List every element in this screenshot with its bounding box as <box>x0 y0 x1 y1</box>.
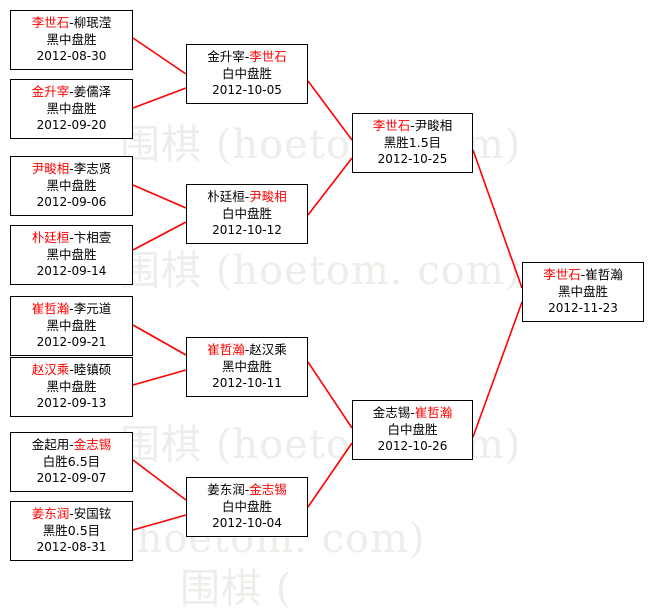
match-node[interactable]: 姜东润-安国铉 黑胜0.5目 2012-08-31 <box>10 501 133 561</box>
player-loser: 卞相壹 <box>73 230 112 245</box>
match-date: 2012-09-07 <box>36 471 107 485</box>
match-date: 2012-09-20 <box>36 118 107 132</box>
match-result: 黑中盘胜 <box>46 247 97 262</box>
player-loser: 李志贤 <box>73 161 112 176</box>
player-winner: 姜东润 <box>31 506 70 521</box>
player-winner: 金志锡 <box>73 437 112 452</box>
match-node[interactable]: 尹畯相-李志贤 黑中盘胜 2012-09-06 <box>10 156 133 216</box>
match-date: 2012-08-31 <box>36 540 107 554</box>
match-node[interactable]: 赵汉乘-睦镇硕 黑中盘胜 2012-09-13 <box>10 357 133 417</box>
match-result: 白中盘胜 <box>221 499 272 514</box>
player-winner: 李世石 <box>249 49 287 64</box>
match-date: 2012-10-26 <box>377 439 448 453</box>
player-winner: 尹畯相 <box>31 161 70 176</box>
player-loser: 李元道 <box>73 301 112 316</box>
player-winner: 李世石 <box>372 118 411 133</box>
match-node[interactable]: 朴廷桓-尹畯相 白中盘胜 2012-10-12 <box>186 184 308 244</box>
player-winner: 崔哲瀚 <box>207 342 245 357</box>
match-date: 2012-11-23 <box>548 301 618 315</box>
player-winner: 李世石 <box>543 267 581 282</box>
match-players: 金升宰-姜儒泽 <box>31 84 112 99</box>
final-match-node[interactable]: 李世石-崔哲瀚 黑中盘胜 2012-11-23 <box>522 262 644 322</box>
player-loser: 朴廷桓 <box>207 189 245 204</box>
match-node[interactable]: 李世石-柳珉滢 黑中盘胜 2012-08-30 <box>10 10 133 70</box>
player-loser: 崔哲瀚 <box>585 267 623 282</box>
match-result: 白中盘胜 <box>221 206 272 221</box>
player-winner: 李世石 <box>31 15 70 30</box>
match-node[interactable]: 崔哲瀚-赵汉乘 黑中盘胜 2012-10-11 <box>186 337 308 397</box>
player-loser: 柳珉滢 <box>73 15 112 30</box>
match-players: 李世石-崔哲瀚 <box>543 267 623 282</box>
player-loser: 赵汉乘 <box>249 342 287 357</box>
match-date: 2012-10-04 <box>212 516 282 530</box>
match-players: 崔哲瀚-李元道 <box>31 301 112 316</box>
player-loser: 金起用 <box>31 437 70 452</box>
match-players: 崔哲瀚-赵汉乘 <box>207 342 287 357</box>
match-result: 白胜6.5目 <box>42 454 101 469</box>
match-players: 金升宰-李世石 <box>207 49 287 64</box>
player-winner: 赵汉乘 <box>31 362 70 377</box>
match-result: 黑中盘胜 <box>557 284 608 299</box>
match-players: 李世石-尹畯相 <box>372 118 453 133</box>
match-date: 2012-09-06 <box>36 195 107 209</box>
match-date: 2012-08-30 <box>36 49 107 63</box>
player-loser: 安国铉 <box>73 506 112 521</box>
match-result: 黑中盘胜 <box>46 379 97 394</box>
match-date: 2012-10-12 <box>212 223 282 237</box>
match-result: 白中盘胜 <box>387 422 438 437</box>
player-loser: 尹畯相 <box>414 118 453 133</box>
player-loser: 金升宰 <box>207 49 245 64</box>
match-players: 尹畯相-李志贤 <box>31 161 112 176</box>
match-result: 黑中盘胜 <box>46 178 97 193</box>
match-date: 2012-09-13 <box>36 396 107 410</box>
match-players: 金志锡-崔哲瀚 <box>372 405 453 420</box>
player-loser: 姜东润 <box>207 482 245 497</box>
match-result: 黑胜0.5目 <box>42 523 101 538</box>
player-winner: 崔哲瀚 <box>414 405 453 420</box>
player-winner: 尹畯相 <box>249 189 287 204</box>
match-date: 2012-10-11 <box>212 376 282 390</box>
player-winner: 崔哲瀚 <box>31 301 70 316</box>
match-node[interactable]: 金起用-金志锡 白胜6.5目 2012-09-07 <box>10 432 133 492</box>
match-players: 朴廷桓-卞相壹 <box>31 230 112 245</box>
match-result: 黑中盘胜 <box>46 101 97 116</box>
match-node[interactable]: 崔哲瀚-李元道 黑中盘胜 2012-09-21 <box>10 296 133 356</box>
match-node[interactable]: 金志锡-崔哲瀚 白中盘胜 2012-10-26 <box>352 400 473 460</box>
match-players: 李世石-柳珉滢 <box>31 15 112 30</box>
match-players: 朴廷桓-尹畯相 <box>207 189 287 204</box>
match-result: 黑中盘胜 <box>46 32 97 47</box>
match-result: 黑中盘胜 <box>46 318 97 333</box>
player-loser: 姜儒泽 <box>73 84 112 99</box>
match-node[interactable]: 金升宰-李世石 白中盘胜 2012-10-05 <box>186 44 308 104</box>
match-node[interactable]: 姜东润-金志锡 白中盘胜 2012-10-04 <box>186 477 308 537</box>
match-date: 2012-09-14 <box>36 264 107 278</box>
match-date: 2012-10-05 <box>212 83 282 97</box>
watermark-text: 围棋 (hoetom. com) <box>120 248 522 294</box>
match-players: 姜东润-金志锡 <box>207 482 287 497</box>
match-players: 姜东润-安国铉 <box>31 506 112 521</box>
match-players: 赵汉乘-睦镇硕 <box>31 362 112 377</box>
match-node[interactable]: 金升宰-姜儒泽 黑中盘胜 2012-09-20 <box>10 79 133 139</box>
bracket-connectors <box>132 37 523 531</box>
match-date: 2012-10-25 <box>377 152 448 166</box>
match-result: 黑中盘胜 <box>221 359 272 374</box>
match-result: 白中盘胜 <box>221 66 272 81</box>
player-winner: 朴廷桓 <box>31 230 70 245</box>
match-node[interactable]: 朴廷桓-卞相壹 黑中盘胜 2012-09-14 <box>10 225 133 285</box>
match-date: 2012-09-21 <box>36 335 107 349</box>
match-result: 黑胜1.5目 <box>383 135 442 150</box>
player-winner: 金志锡 <box>249 482 287 497</box>
player-loser: 睦镇硕 <box>73 362 112 377</box>
tournament-bracket: 围棋 (hoetom. com) 围棋 (hoetom. com) 围棋 (ho… <box>10 10 644 612</box>
match-node[interactable]: 李世石-尹畯相 黑胜1.5目 2012-10-25 <box>352 113 473 173</box>
player-loser: 金志锡 <box>372 405 411 420</box>
match-players: 金起用-金志锡 <box>31 437 112 452</box>
player-winner: 金升宰 <box>31 84 70 99</box>
